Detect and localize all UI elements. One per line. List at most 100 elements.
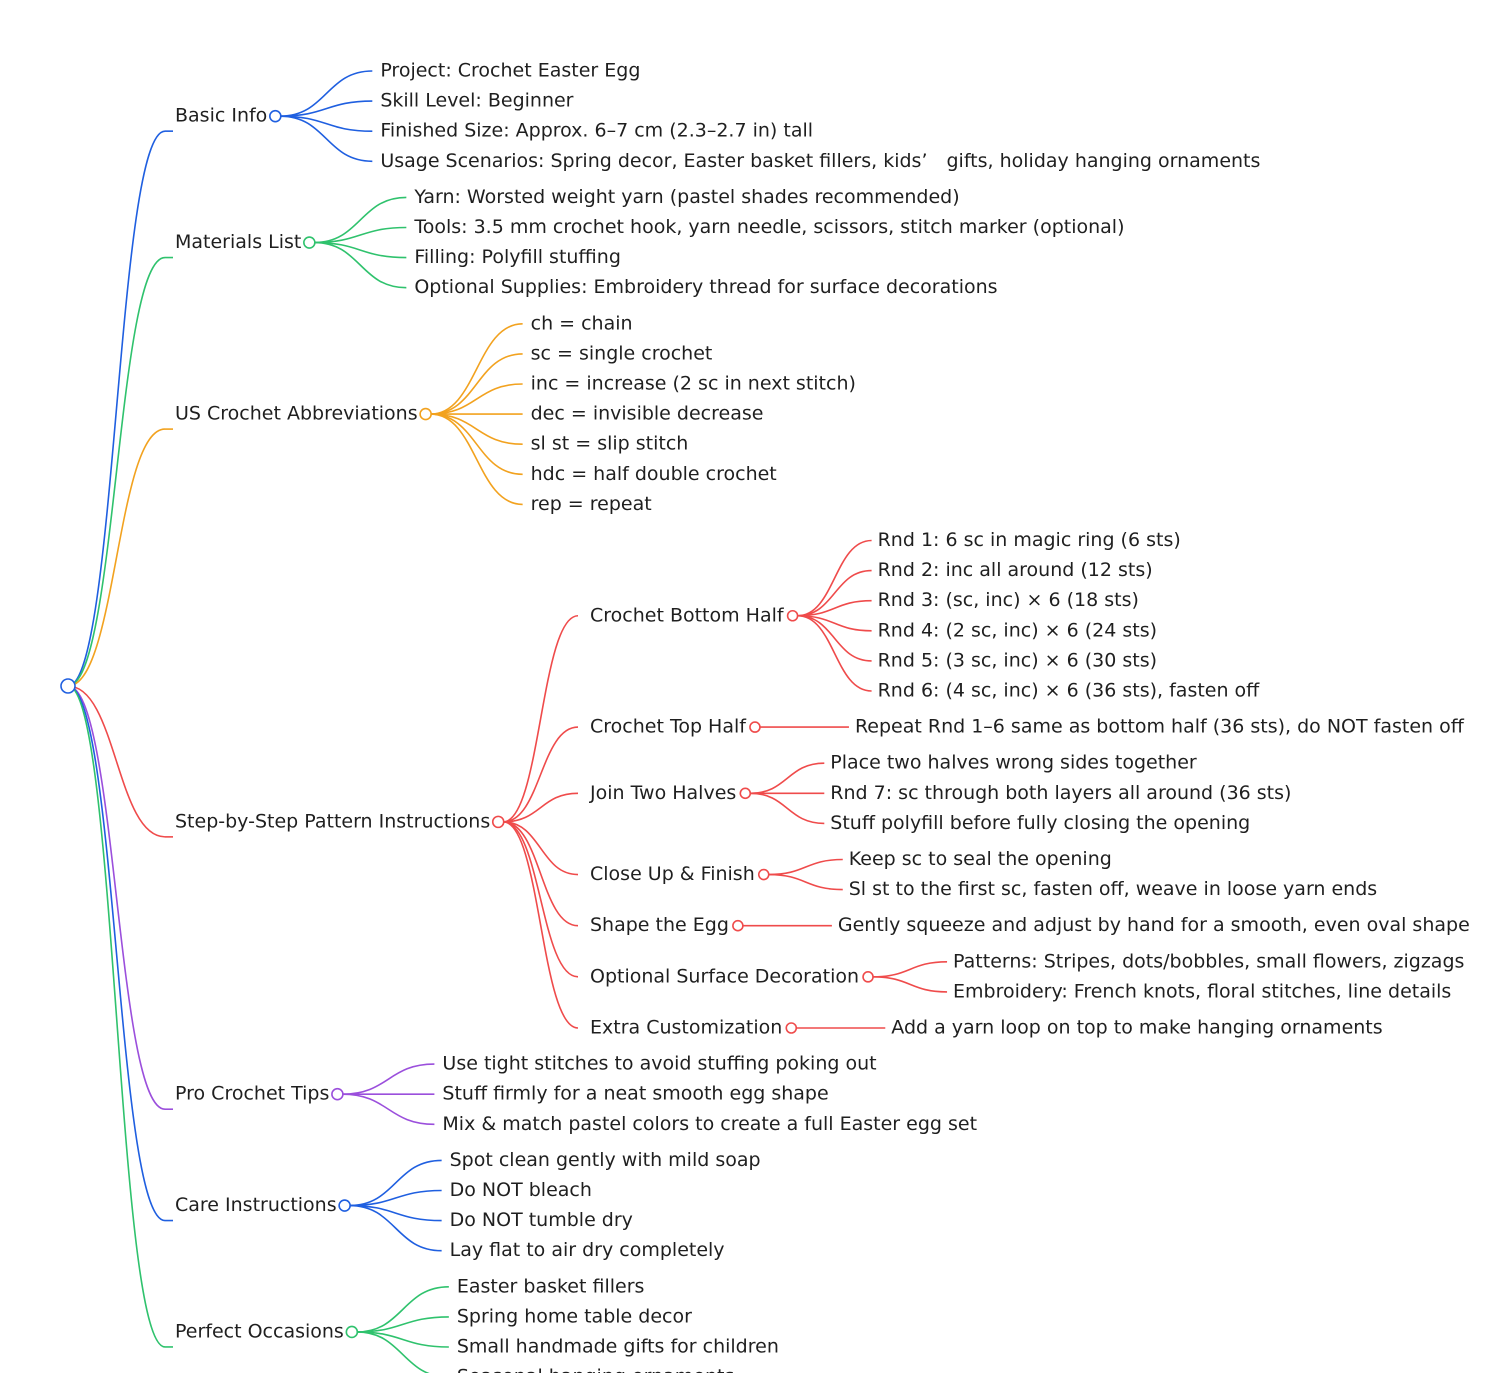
branch-us-crochet-abbreviations-leaf-edge-7 xyxy=(430,413,523,506)
branch-care-instructions-leaf-1: Spot clean gently with mild soap xyxy=(450,1149,761,1171)
branch-us-crochet-abbreviations-leaf-edge-2 xyxy=(430,353,523,415)
branch-materials-list-toggle[interactable] xyxy=(303,236,316,249)
sub-close-up-finish-leaf-2: Sl st to the first sc, fasten off, weave… xyxy=(849,878,1377,900)
sub-optional-surface-decoration-leaf-edge-2 xyxy=(873,976,948,993)
branch-materials-list-label: Materials List xyxy=(175,231,301,253)
sub-shape-the-egg-toggle[interactable] xyxy=(732,919,744,932)
branch-us-crochet-abbreviations-leaf-7: rep = repeat xyxy=(531,493,652,515)
sub-crochet-bottom-half-leaf-edge-6 xyxy=(797,614,872,692)
branch-perfect-occasions-leaf-edge-3 xyxy=(356,1331,449,1348)
branch-us-crochet-abbreviations-leaf-1: ch = chain xyxy=(531,312,633,334)
branch-materials-list-leaf-edge-4 xyxy=(314,241,407,289)
branch-materials-list-leaf-1: Yarn: Worsted weight yarn (pastel shades… xyxy=(413,186,959,208)
branch-perfect-occasions-leaf-3: Small handmade gifts for children xyxy=(457,1336,779,1358)
sub-join-two-halves-toggle[interactable] xyxy=(739,787,752,800)
sub-crochet-bottom-half-edge xyxy=(503,614,579,823)
sub-crochet-bottom-half-leaf-5: Rnd 5: (3 sc, inc) × 6 (30 sts) xyxy=(878,649,1157,671)
branch-basic-info-leaf-4: Usage Scenarios: Spring decor, Easter ba… xyxy=(380,150,1260,172)
sub-close-up-finish-toggle[interactable] xyxy=(757,868,770,881)
sub-crochet-bottom-half-leaf-3: Rnd 3: (sc, inc) × 6 (18 sts) xyxy=(878,589,1139,611)
branch-materials-list-leaf-2: Tools: 3.5 mm crochet hook, yarn needle,… xyxy=(413,216,1124,238)
branch-us-crochet-abbreviations-leaf-4: dec = invisible decrease xyxy=(531,403,764,425)
sub-join-two-halves-leaf-edge-1 xyxy=(750,762,825,795)
branch-pro-crochet-tips-label: Pro Crochet Tips xyxy=(175,1083,329,1105)
sub-crochet-top-half-label: Crochet Top Half xyxy=(590,716,747,738)
sub-close-up-finish-leaf-1: Keep sc to seal the opening xyxy=(849,848,1112,870)
sub-crochet-top-half-toggle[interactable] xyxy=(749,721,761,733)
sub-optional-surface-decoration-leaf-2: Embroidery: French knots, floral stitche… xyxy=(953,980,1451,1002)
sub-join-two-halves-edge xyxy=(503,792,579,823)
sub-crochet-bottom-half-leaf-edge-4 xyxy=(797,614,872,632)
sub-extra-customization-toggle[interactable] xyxy=(785,1022,798,1034)
branch-materials-list-edge xyxy=(67,256,166,687)
branch-us-crochet-abbreviations-leaf-2: sc = single crochet xyxy=(531,342,713,364)
branch-us-crochet-abbreviations-leaf-3: inc = increase (2 sc in next stitch) xyxy=(531,373,856,395)
mind-map-edges xyxy=(67,70,948,1373)
branch-care-instructions-leaf-edge-1 xyxy=(349,1159,442,1207)
branch-materials-list-leaf-3: Filling: Polyfill stuffing xyxy=(414,246,621,268)
branch-step-by-step-pattern-instructions-edge xyxy=(67,685,166,838)
sub-crochet-bottom-half-leaf-edge-2 xyxy=(797,569,872,617)
sub-join-two-halves-leaf-2: Rnd 7: sc through both layers all around… xyxy=(830,782,1291,804)
branch-step-by-step-pattern-instructions-label: Step-by-Step Pattern Instructions xyxy=(175,810,490,832)
branch-care-instructions-leaf-edge-2 xyxy=(349,1189,442,1207)
branch-us-crochet-abbreviations-label: US Crochet Abbreviations xyxy=(175,403,418,425)
sub-optional-surface-decoration-leaf-edge-1 xyxy=(873,961,948,978)
branch-us-crochet-abbreviations-leaf-6: hdc = half double crochet xyxy=(531,463,777,485)
branch-perfect-occasions-toggle[interactable] xyxy=(345,1325,359,1339)
branch-perfect-occasions-leaf-4: Seasonal hanging ornaments xyxy=(457,1366,735,1373)
branch-basic-info-leaf-edge-3 xyxy=(280,115,373,132)
branch-pro-crochet-tips-leaf-2: Stuff firmly for a neat smooth egg shape xyxy=(442,1083,828,1105)
sub-optional-surface-decoration-toggle[interactable] xyxy=(862,971,874,983)
sub-extra-customization-label: Extra Customization xyxy=(590,1017,782,1039)
branch-basic-info-leaf-edge-2 xyxy=(280,100,373,117)
sub-crochet-bottom-half-label: Crochet Bottom Half xyxy=(590,604,785,626)
branch-care-instructions-leaf-edge-3 xyxy=(349,1204,442,1222)
branch-us-crochet-abbreviations-edge xyxy=(67,428,166,687)
sub-crochet-top-half-edge xyxy=(503,726,579,823)
branch-us-crochet-abbreviations-toggle[interactable] xyxy=(419,407,432,421)
branch-basic-info-toggle[interactable] xyxy=(269,109,282,123)
sub-crochet-bottom-half-leaf-4: Rnd 4: (2 sc, inc) × 6 (24 sts) xyxy=(878,619,1157,641)
branch-perfect-occasions-leaf-edge-1 xyxy=(356,1286,449,1333)
branch-perfect-occasions-label: Perfect Occasions xyxy=(175,1320,344,1342)
branch-materials-list-leaf-edge-2 xyxy=(314,226,407,244)
sub-close-up-finish-label: Close Up & Finish xyxy=(590,863,755,885)
sub-optional-surface-decoration-leaf-1: Patterns: Stripes, dots/bobbles, small f… xyxy=(953,950,1464,972)
branch-care-instructions-leaf-3: Do NOT tumble dry xyxy=(450,1209,633,1231)
sub-shape-the-egg-edge xyxy=(503,821,579,927)
branch-pro-crochet-tips-leaf-1: Use tight stitches to avoid stuffing pok… xyxy=(442,1053,876,1075)
branch-care-instructions-leaf-4: Lay flat to air dry completely xyxy=(450,1239,725,1261)
sub-extra-customization-leaf-1: Add a yarn loop on top to make hanging o… xyxy=(891,1017,1382,1039)
branch-basic-info-leaf-edge-4 xyxy=(280,115,373,163)
sub-crochet-bottom-half-leaf-2: Rnd 2: inc all around (12 sts) xyxy=(878,559,1153,581)
branch-pro-crochet-tips-toggle[interactable] xyxy=(331,1087,344,1101)
sub-crochet-bottom-half-toggle[interactable] xyxy=(786,609,799,622)
branch-us-crochet-abbreviations-leaf-edge-3 xyxy=(430,383,523,415)
sub-crochet-bottom-half-leaf-1: Rnd 1: 6 sc in magic ring (6 sts) xyxy=(878,529,1181,551)
branch-basic-info-leaf-1: Project: Crochet Easter Egg xyxy=(380,60,640,82)
branch-us-crochet-abbreviations-leaf-edge-5 xyxy=(430,413,523,445)
sub-shape-the-egg-leaf-1: Gently squeeze and adjust by hand for a … xyxy=(838,914,1470,936)
branch-step-by-step-pattern-instructions-toggle[interactable] xyxy=(491,815,505,829)
sub-join-two-halves-label: Join Two Halves xyxy=(589,782,736,804)
sub-join-two-halves-leaf-3: Stuff polyfill before fully closing the … xyxy=(830,812,1250,834)
sub-shape-the-egg-label: Shape the Egg xyxy=(590,914,729,936)
sub-join-two-halves-leaf-1: Place two halves wrong sides together xyxy=(830,752,1197,774)
branch-us-crochet-abbreviations-leaf-5: sl st = slip stitch xyxy=(531,433,689,455)
sub-crochet-bottom-half-leaf-edge-1 xyxy=(797,539,872,617)
branch-basic-info-leaf-3: Finished Size: Approx. 6–7 cm (2.3–2.7 i… xyxy=(380,120,813,142)
branch-basic-info-leaf-2: Skill Level: Beginner xyxy=(380,90,573,112)
branch-perfect-occasions-leaf-2: Spring home table decor xyxy=(457,1305,692,1327)
branch-care-instructions-toggle[interactable] xyxy=(338,1199,351,1212)
sub-optional-surface-decoration-edge xyxy=(503,821,579,978)
branch-materials-list-leaf-edge-3 xyxy=(314,241,407,259)
root-node[interactable] xyxy=(60,678,76,694)
branch-basic-info-edge xyxy=(67,130,166,687)
branch-us-crochet-abbreviations-leaf-edge-6 xyxy=(430,413,523,476)
branch-care-instructions-leaf-2: Do NOT bleach xyxy=(450,1179,592,1201)
branch-care-instructions-edge xyxy=(67,685,166,1222)
branch-pro-crochet-tips-edge xyxy=(67,685,166,1110)
